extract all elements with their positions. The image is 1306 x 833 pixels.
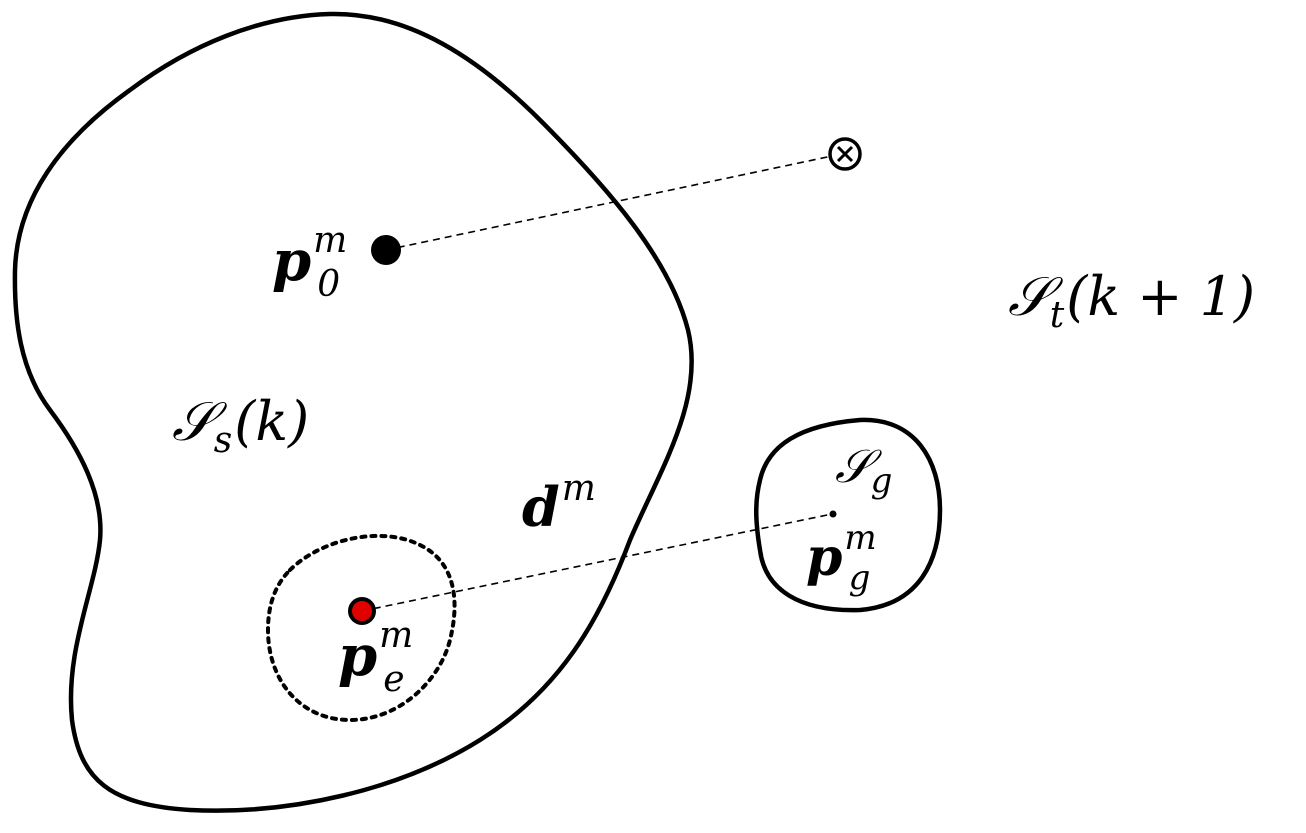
label-region-s: 𝒮s(k): [172, 390, 309, 461]
target-marker-icon: [828, 137, 862, 171]
region-s-boundary: [12, 11, 694, 813]
dashed-line-p0-to-target: [385, 155, 833, 251]
point-pe-dot: [348, 597, 376, 625]
point-pg-dot: [829, 510, 837, 518]
label-region-t: 𝒮t(k + 1): [1008, 265, 1255, 336]
dashed-line-pe-to-pg: [361, 513, 833, 612]
label-region-g: 𝒮g: [835, 439, 892, 501]
region-e-dotted-boundary: [265, 533, 457, 723]
region-g-boundary: [754, 417, 943, 613]
label-vector-d: dm: [522, 468, 596, 539]
point-p0-dot: [371, 235, 401, 265]
